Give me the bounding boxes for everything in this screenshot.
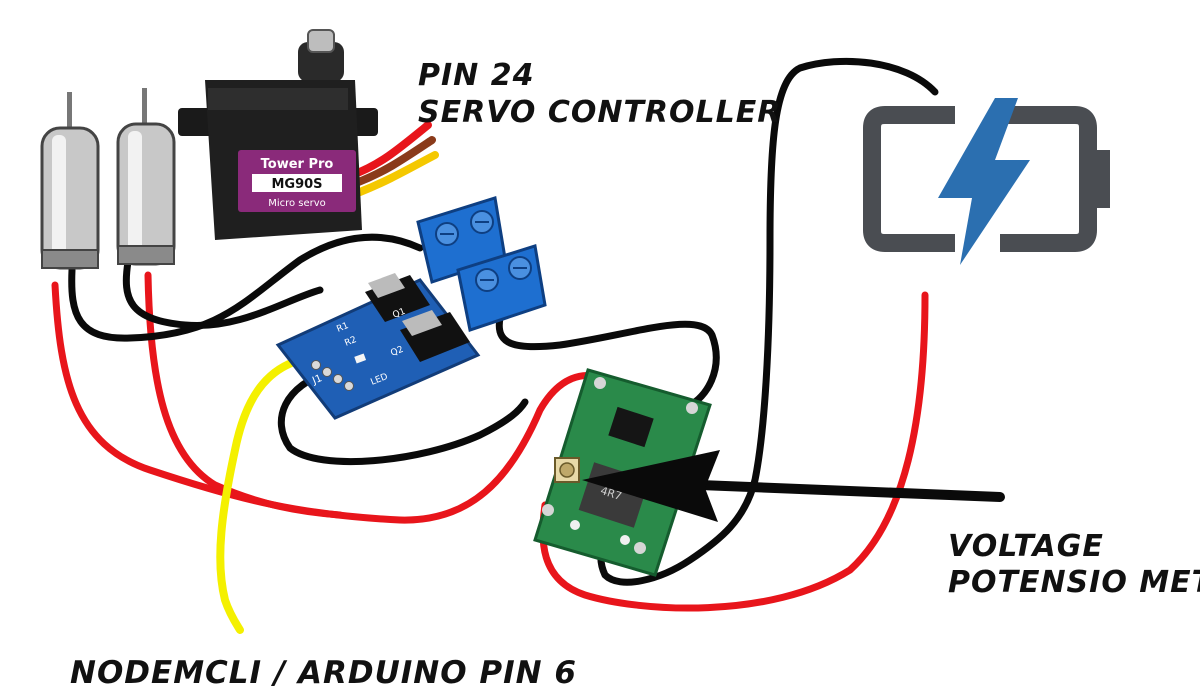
label-j1: J1 <box>310 373 324 387</box>
mosfet-q1 <box>365 273 430 322</box>
wires <box>51 57 939 634</box>
red-wire-battery <box>539 291 929 612</box>
black-wire-board-loop <box>277 368 529 466</box>
screw-terminal-bottom <box>456 244 547 332</box>
label-r1: R1 <box>335 321 350 335</box>
label-voltage: VOLTAGE <box>948 529 1104 564</box>
servo-model: MG90S <box>271 177 322 192</box>
label-q1: Q1 <box>391 307 407 321</box>
mosfet-q2 <box>400 310 470 362</box>
label-servo-pin: PIN 24 <box>418 58 534 93</box>
potentiometer <box>554 457 580 483</box>
lightning-bolt-icon <box>938 98 1030 265</box>
yellow-wire-signal <box>216 356 304 634</box>
mosfet-driver-board: R1 R2 Q1 Q2 J1 LED <box>275 196 547 420</box>
label-q2: Q2 <box>389 345 405 359</box>
black-wire-battery <box>597 57 939 586</box>
label-nodemcu-pin: NODEMCLI / ARDUINO PIN 6 <box>70 655 577 691</box>
label-r2: R2 <box>343 335 358 349</box>
black-wire-motor-right <box>122 258 324 330</box>
black-wire-terminal-buck <box>495 314 720 409</box>
servo-subtitle: Micro servo <box>268 198 326 209</box>
label-potensio-meter: POTENSIO METER <box>948 565 1200 600</box>
red-wire-motor-left <box>51 281 604 524</box>
servo-brand: Tower Pro <box>261 157 334 172</box>
battery-icon <box>863 98 1110 265</box>
red-wire-motor-right <box>144 271 344 519</box>
motor-icon <box>116 88 176 266</box>
black-wire-motor-left <box>68 233 424 342</box>
servo-icon: Tower Pro MG90S Micro servo <box>178 29 439 240</box>
motor-icon <box>40 92 100 270</box>
label-servo-controller: SERVO CONTROLLER <box>418 95 781 130</box>
arrow-icon <box>582 450 1005 522</box>
pin-header <box>311 360 354 391</box>
